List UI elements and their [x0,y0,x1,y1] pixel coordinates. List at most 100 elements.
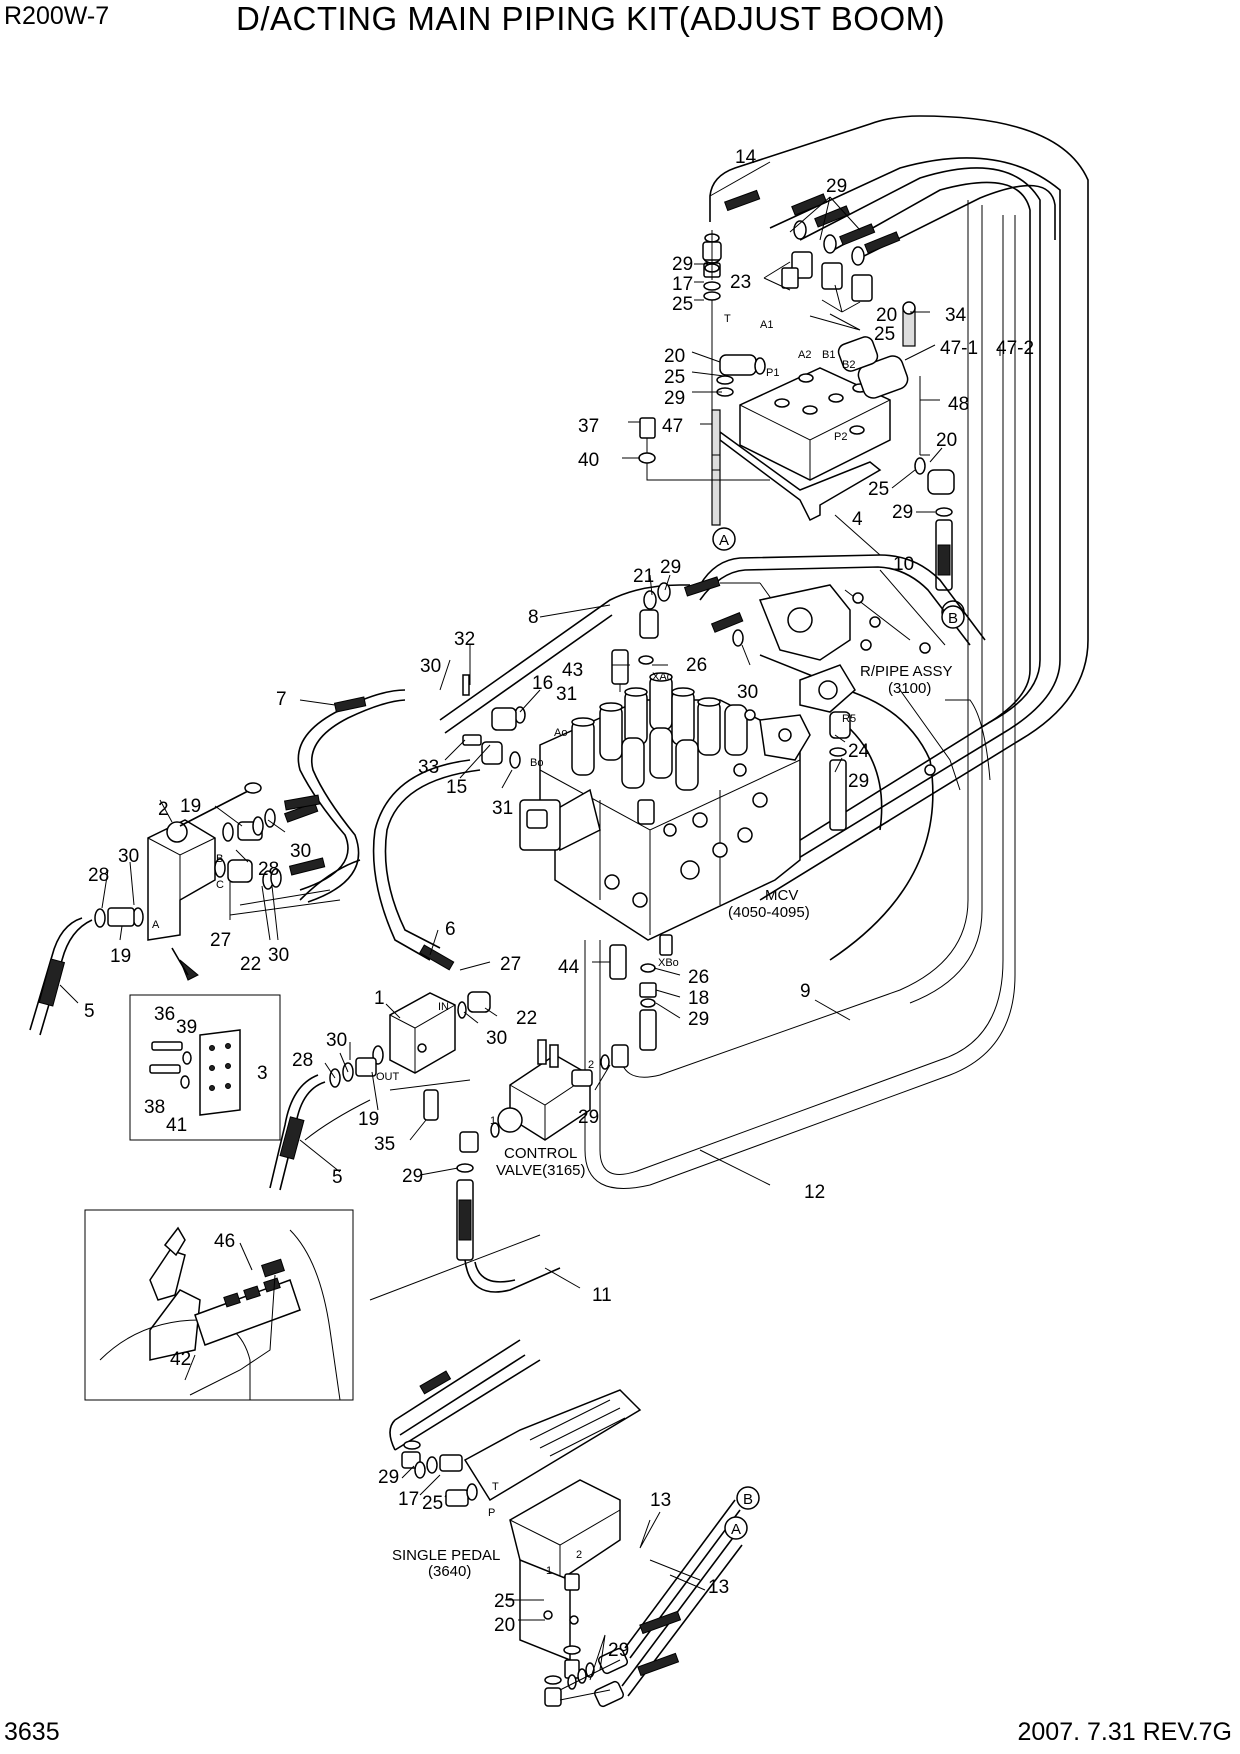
port-b: B [216,853,223,865]
callout-numbers: 14 29 29 17 25 23 20 34 25 47-1 47-2 20 … [84,147,1034,1661]
single-pedal-ref: (3640) [428,1563,471,1580]
manifold-block [711,336,930,526]
callout-5: 5 [332,1167,343,1188]
callout-22: 22 [516,1008,537,1029]
callout-11: 11 [592,1285,612,1306]
callout-19: 19 [180,796,201,817]
component-labels: R/PIPE ASSY (3100) MCV (4050-4095) CONTR… [392,663,953,1580]
callout-25: 25 [422,1493,443,1514]
rpipe-label: R/PIPE ASSY [860,663,953,680]
callout-13: 13 [708,1577,729,1598]
page-title: D/ACTING MAIN PIPING KIT(ADJUST BOOM) [236,0,946,37]
port-pedal-p: P [488,1507,495,1519]
callout-18: 18 [688,988,709,1009]
marker-b-bottom: B [743,1491,753,1508]
callout-30: 30 [118,846,139,867]
callout-37: 37 [578,416,599,437]
callout-20: 20 [494,1615,515,1636]
port-bo: Bo [530,757,543,769]
callout-32: 32 [454,629,475,650]
mcv-label: MCV [765,887,798,904]
callout-38: 38 [144,1097,165,1118]
model-code: R200W-7 [4,2,110,30]
callout-28: 28 [88,865,109,886]
pipe-8-10 [439,554,986,734]
callout-14: 14 [735,147,757,168]
pipe-bundle-right [584,115,1089,1189]
revision-date: 2007. 7.31 REV.7G [1017,1718,1232,1746]
callout-22: 22 [240,954,261,975]
callout-47: 47 [662,416,683,437]
hose-sleeves-top [724,189,901,254]
callout-30: 30 [486,1028,507,1049]
callout-29: 29 [664,388,685,409]
single-pedal [389,1339,743,1708]
callout-46: 46 [214,1231,235,1252]
mcv-body [519,672,811,956]
callout-5: 5 [84,1001,95,1022]
port-p2: P2 [834,431,847,443]
callout-34: 34 [945,305,967,326]
callout-47-1: 47-1 [940,338,978,359]
callout-29: 29 [578,1107,599,1128]
single-pedal-label: SINGLE PEDAL [392,1547,500,1564]
callout-27: 27 [500,954,521,975]
callout-20: 20 [664,346,685,367]
port-labels: T A1 A2 B1 B2 P1 P2 XAo Ao Bo XBo R5 IN … [152,313,856,1577]
callout-24: 24 [848,741,870,762]
callout-43: 43 [562,660,583,681]
callout-29: 29 [688,1009,709,1030]
page-number: 3635 [4,1718,60,1746]
port-t: T [724,313,731,325]
port-pedal-t: T [492,1481,499,1493]
callout-25: 25 [494,1591,515,1612]
rpipe-bracket [758,569,991,791]
callout-2: 2 [158,799,169,820]
callout-39: 39 [176,1017,197,1038]
valve-block-1 [269,991,491,1191]
top-left-fittings [638,230,770,481]
callout-28: 28 [258,859,279,880]
right-hose-to-b [914,457,965,624]
callout-25: 25 [868,479,889,500]
valve-block-2 [29,782,361,1036]
port-xbo: XBo [658,957,679,969]
callout-28: 28 [292,1050,313,1071]
callout-19: 19 [358,1109,379,1130]
callout-44: 44 [558,957,580,978]
port-b2: B2 [842,359,855,371]
callout-29: 29 [892,502,913,523]
callout-8: 8 [528,607,539,628]
callout-47-2: 47-2 [996,338,1034,359]
connection-markers: A B B A [712,527,965,1540]
callout-23: 23 [730,272,751,293]
callout-40: 40 [578,450,599,471]
callout-48: 48 [948,394,969,415]
callout-31: 31 [492,798,513,819]
callout-35: 35 [374,1134,395,1155]
port-a1: A1 [760,319,773,331]
port-pedal-2: 2 [576,1549,582,1561]
callout-29: 29 [378,1467,399,1488]
port-a2: A2 [798,349,811,361]
mcv-ref: (4050-4095) [728,904,810,921]
control-valve [369,1039,629,1301]
callout-27: 27 [210,930,231,951]
callout-31: 31 [556,684,577,705]
control-valve-label: CONTROL [504,1145,577,1162]
callout-9: 9 [800,981,811,1002]
callout-26: 26 [686,655,707,676]
callout-10: 10 [893,554,914,575]
callout-30: 30 [326,1030,347,1051]
callout-25: 25 [664,367,685,388]
port-a: A [152,919,160,931]
callout-29: 29 [660,557,681,578]
callout-29: 29 [826,176,847,197]
callout-25: 25 [672,294,693,315]
port-cv1: 1 [490,1115,496,1127]
callout-29: 29 [672,254,693,275]
detail-inset-3 [129,947,281,1141]
marker-b-top: B [948,610,958,627]
callout-4: 4 [852,509,863,530]
